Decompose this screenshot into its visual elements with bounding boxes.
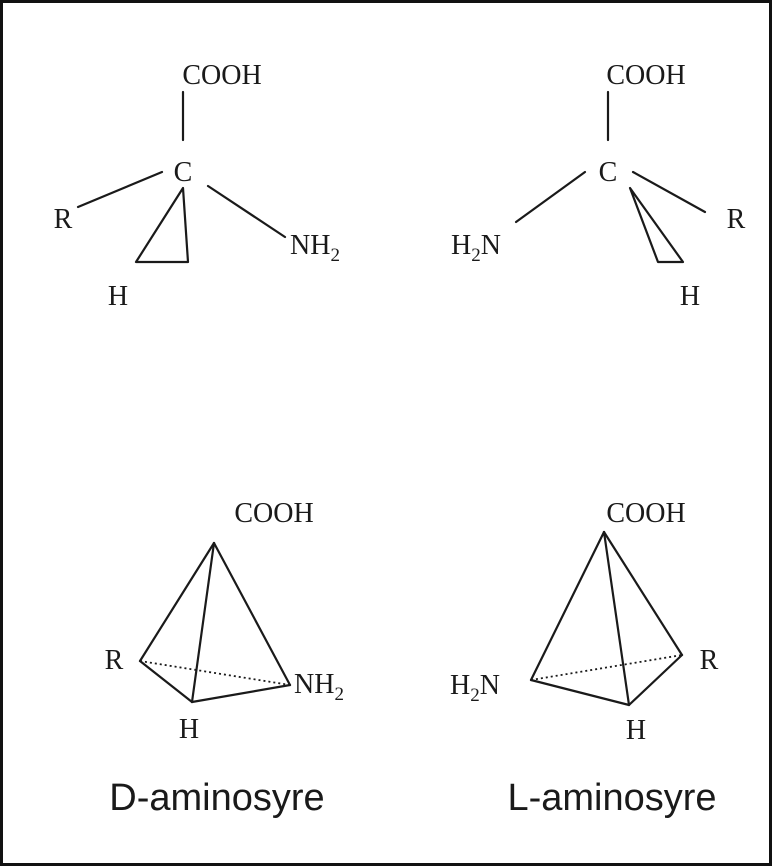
d-wedge-h bbox=[134, 186, 190, 264]
l-caption: L-aminosyre bbox=[507, 777, 716, 819]
l-tetra-r: R bbox=[700, 645, 719, 676]
d-edge-top-r bbox=[138, 541, 216, 663]
l-tetrahedron: COOH H2N R H bbox=[450, 498, 719, 746]
d-struct-carbon: C bbox=[174, 157, 193, 188]
d-edge-r-h bbox=[138, 659, 194, 704]
d-edge-top-h bbox=[190, 541, 216, 704]
d-tetra-h: H bbox=[179, 714, 199, 745]
d-edge-top-nh2 bbox=[212, 541, 292, 687]
l-struct-carbon: C bbox=[599, 157, 618, 188]
l-edge-top-h2n bbox=[529, 530, 606, 682]
l-edge-h2n-r-hidden bbox=[530, 654, 683, 681]
l-bond-r bbox=[631, 170, 707, 214]
d-tetra-cooh: COOH bbox=[234, 498, 313, 529]
d-tetrahedron: COOH R NH2 H bbox=[105, 498, 344, 745]
d-tetra-r: R bbox=[105, 645, 124, 676]
d-struct-h: H bbox=[108, 281, 128, 312]
d-edge-r-nh2-hidden bbox=[139, 660, 291, 686]
l-edge-h-r bbox=[627, 653, 684, 707]
d-struct-r: R bbox=[54, 204, 73, 235]
d-struct-nh2: NH2 bbox=[290, 230, 340, 266]
l-struct-h2n: H2N bbox=[451, 230, 501, 266]
l-edge-top-h bbox=[602, 530, 631, 707]
d-bond-nh2 bbox=[206, 184, 287, 239]
l-tetra-h: H bbox=[626, 715, 646, 746]
l-structural-formula: COOH C H2N R H bbox=[451, 60, 746, 312]
d-structural-formula: COOH C R NH2 H bbox=[54, 60, 340, 312]
d-bond-r bbox=[76, 170, 164, 209]
l-struct-h: H bbox=[680, 281, 700, 312]
l-tetra-cooh: COOH bbox=[606, 498, 685, 529]
d-caption: D-aminosyre bbox=[109, 777, 324, 819]
l-edge-h2n-h bbox=[529, 678, 631, 707]
l-tetra-h2n: H2N bbox=[450, 670, 500, 706]
l-bond-h2n bbox=[514, 170, 587, 224]
l-struct-r: R bbox=[727, 204, 746, 235]
l-wedge-h bbox=[628, 186, 685, 264]
l-struct-cooh: COOH bbox=[606, 60, 685, 91]
l-edge-top-r bbox=[602, 530, 684, 657]
d-edge-h-nh2 bbox=[190, 683, 292, 704]
d-struct-cooh: COOH bbox=[182, 60, 261, 91]
d-tetra-nh2: NH2 bbox=[294, 669, 344, 705]
